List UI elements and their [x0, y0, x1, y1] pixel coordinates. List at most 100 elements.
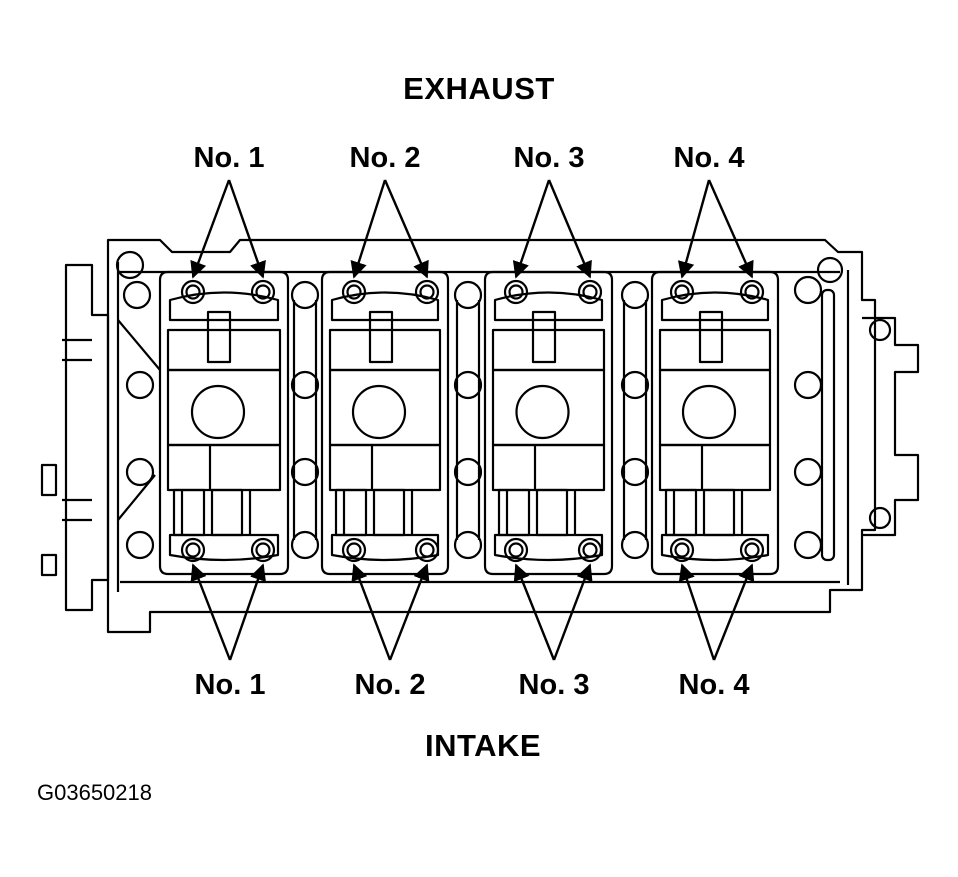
exhaust-bolt-2-1 [341, 279, 367, 305]
exhaust-rocker [698, 310, 724, 364]
bolt-head [674, 284, 690, 300]
exhaust-bolt-2-2 [414, 279, 440, 305]
intake-arrow-1 [228, 563, 266, 661]
separator-circle [453, 280, 483, 310]
intake-rocker [172, 488, 206, 537]
intake-bolt-1-2 [250, 537, 276, 563]
intake-bolt-4-2 [739, 537, 765, 563]
separator-circle [620, 530, 650, 560]
separator-circle [453, 370, 483, 400]
intake-cam-lobe [328, 443, 442, 492]
cam-cap-3 [483, 270, 614, 576]
bolt-head [419, 284, 435, 300]
intake-cam-lobe [491, 443, 606, 492]
exhaust-bolt-3-1 [503, 279, 529, 305]
cap-lower-boss [168, 533, 280, 562]
separator-circle [453, 530, 483, 560]
exhaust-arrow-1 [227, 179, 266, 279]
exhaust-rocker [206, 310, 232, 364]
intake-rocker [372, 488, 406, 537]
separator-circle [453, 457, 483, 487]
bolt-head [255, 542, 271, 558]
intake-arrow-4 [712, 563, 755, 661]
figure-code: G03650218 [37, 780, 152, 805]
cam-cap-4 [650, 270, 780, 576]
intake-arrow-3 [552, 563, 593, 661]
exhaust-bolt-1-2 [250, 279, 276, 305]
separator-circle [620, 370, 650, 400]
intake-rocker [664, 488, 698, 537]
exhaust-label-no1: No. 1 [193, 142, 265, 174]
intake-arrow-2 [388, 563, 430, 661]
head-outline [106, 238, 877, 634]
intake-cam-lobe [658, 443, 772, 492]
separator-circle [620, 280, 650, 310]
spark-plug-bore [515, 384, 570, 440]
cap-upper-boss [168, 291, 280, 322]
bolt-head [744, 542, 760, 558]
exhaust-arrow-4 [677, 179, 711, 279]
intake-bolt-2-2 [414, 537, 440, 563]
exhaust-arrow-3 [512, 179, 551, 279]
cam-journal [328, 368, 442, 447]
exhaust-cam-lobe [658, 328, 772, 372]
separator-circle [290, 370, 320, 400]
intake-rocker [702, 488, 736, 537]
bolt-head [744, 284, 760, 300]
spark-plug-bore [190, 384, 246, 440]
bolt-head [185, 542, 201, 558]
cam-cap-2 [320, 270, 450, 576]
intake-arrow-4 [678, 563, 716, 661]
exhaust-cam-lobe [166, 328, 282, 372]
bolt-head [508, 542, 524, 558]
intake-label-no4: No. 4 [678, 669, 750, 701]
exhaust-label-no4: No. 4 [673, 142, 745, 174]
intake-label-no3: No. 3 [518, 669, 590, 701]
intake-bolt-2-1 [341, 537, 367, 563]
bolt-head [582, 542, 598, 558]
bolt-head [346, 542, 362, 558]
exhaust-label-no2: No. 2 [349, 142, 421, 174]
intake-arrow-2 [351, 563, 392, 661]
intake-bolt-3-1 [503, 537, 529, 563]
intake-rocker [210, 488, 244, 537]
exhaust-rocker [368, 310, 394, 364]
exhaust-label-no3: No. 3 [513, 142, 585, 174]
exhaust-arrow-3 [547, 179, 592, 279]
cam-journal [491, 368, 606, 447]
intake-heading: INTAKE [424, 728, 542, 763]
cam-cap-1 [158, 270, 290, 576]
separator-circle [620, 457, 650, 487]
right-flange [862, 316, 920, 537]
separator-circle [290, 457, 320, 487]
cap-lower-boss [493, 533, 604, 562]
bolt-head [419, 542, 435, 558]
intake-rocker [334, 488, 368, 537]
exhaust-arrow-1 [190, 179, 231, 279]
intake-rocker [497, 488, 531, 537]
cap-lower-boss [660, 533, 770, 562]
left-flange [64, 263, 110, 612]
intake-arrow-1 [190, 563, 232, 661]
bolt-head [674, 542, 690, 558]
exhaust-cam-lobe [491, 328, 606, 372]
exhaust-rocker [531, 310, 557, 364]
exhaust-heading: EXHAUST [403, 71, 555, 106]
intake-label-no1: No. 1 [194, 669, 266, 701]
intake-label-no2: No. 2 [354, 669, 426, 701]
bolt-head [508, 284, 524, 300]
intake-bolt-3-2 [577, 537, 603, 563]
cam-journal [166, 368, 282, 447]
intake-bolt-4-1 [669, 537, 695, 563]
exhaust-bolt-4-1 [669, 279, 695, 305]
spark-plug-bore [681, 384, 737, 440]
bolt-head [582, 284, 598, 300]
intake-rocker [535, 488, 569, 537]
bolt-head [255, 284, 271, 300]
exhaust-cam-lobe [328, 328, 442, 372]
exhaust-arrow-2 [383, 179, 429, 279]
bolt-head [346, 284, 362, 300]
intake-arrow-3 [513, 563, 556, 661]
exhaust-bolt-3-2 [577, 279, 603, 305]
